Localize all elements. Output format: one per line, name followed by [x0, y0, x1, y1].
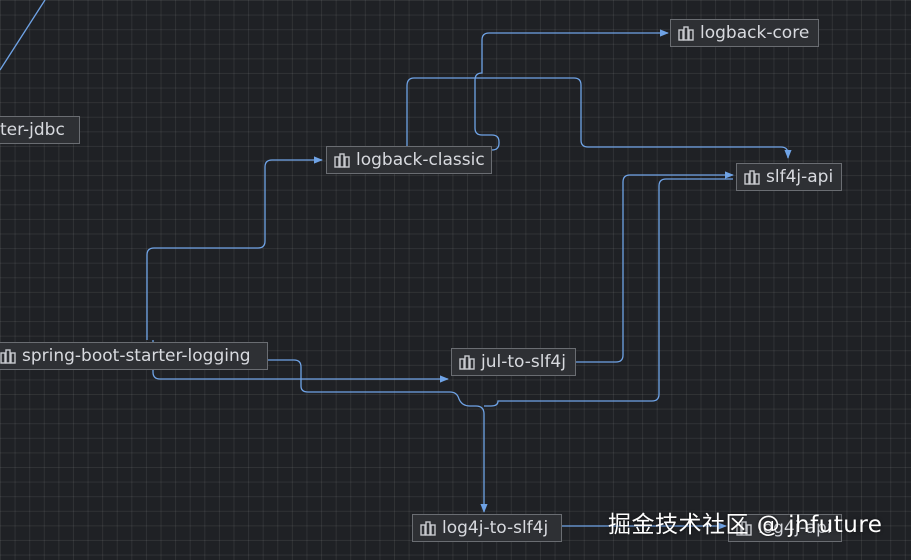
module-library-icon — [743, 168, 761, 186]
node-label: jul-to-slf4j — [481, 352, 566, 372]
node-label: log4j-to-slf4j — [442, 518, 549, 538]
module-library-icon — [333, 151, 351, 169]
node-log4j-to-slf4j[interactable]: log4j-to-slf4j — [412, 514, 562, 542]
module-library-icon — [458, 353, 476, 371]
node-logback-classic[interactable]: logback-classic — [326, 146, 492, 174]
edge-logging-to-logback-classic — [146, 156, 323, 340]
node-label: log4j-api — [758, 518, 832, 538]
node-spring-boot-starter-logging[interactable]: spring-boot-starter-logging — [0, 342, 268, 370]
node-logback-core[interactable]: logback-core — [670, 19, 819, 47]
node-log4j-api[interactable]: log4j-api — [728, 514, 842, 542]
watermark: 掘金技术社区 @ jhfuture — [608, 512, 883, 538]
module-library-icon — [735, 519, 753, 537]
edge-log4j-to-slf4j-api — [484, 178, 733, 407]
edge-offscreen — [0, 0, 46, 71]
node-label: rter-jdbc — [0, 120, 65, 140]
edge-classic-to-core — [474, 29, 669, 151]
node-label: slf4j-api — [766, 167, 834, 187]
node-spring-boot-starter-jdbc[interactable]: rter-jdbc — [0, 116, 80, 144]
module-library-icon — [419, 519, 437, 537]
edge-logging-to-jul — [152, 340, 449, 383]
node-label: logback-core — [700, 23, 810, 43]
node-jul-to-slf4j[interactable]: jul-to-slf4j — [451, 348, 576, 376]
module-library-icon — [0, 347, 17, 365]
module-library-icon — [677, 24, 695, 42]
node-slf4j-api[interactable]: slf4j-api — [736, 163, 842, 191]
node-label: spring-boot-starter-logging — [22, 346, 251, 366]
edge-logging-to-log4j — [268, 359, 488, 513]
edge-classic-to-slf4j-api — [406, 77, 792, 159]
node-label: logback-classic — [356, 150, 485, 170]
edge-jul-to-slf4j-api — [576, 171, 734, 363]
